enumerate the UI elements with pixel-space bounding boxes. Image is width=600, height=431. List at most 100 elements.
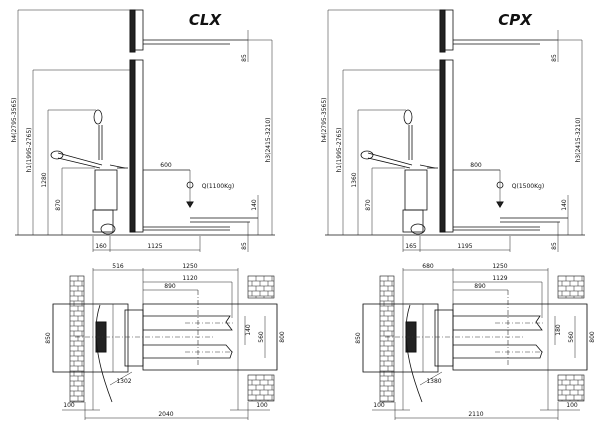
tiller-head-lowered [360,150,374,160]
mast-outer-frame [134,9,144,51]
dim-fork-spread: 560 [258,331,265,343]
dim-body-width: 850 [45,332,52,344]
top-view: 1380 680 1250 1129 890 180 560 800 850 100 100 2110 [355,263,596,420]
dim-h3: h3(2415-3210) [575,117,582,162]
dim-turn-radius: 1380 [426,378,441,385]
chassis [362,303,439,373]
dim-tiller-height: 1280 [41,172,48,187]
dim-aisle-width: 2040 [158,411,173,418]
fork-upper [453,315,543,331]
dim-tiller-height: 1360 [351,172,358,187]
load-center-mark [496,181,504,189]
dim-fork-lift: 140 [251,199,258,211]
dim-platform-height: 870 [55,199,62,211]
battery-body [404,169,428,211]
line [57,157,101,169]
line [109,164,126,169]
capacity-label: Q(1100Kg) [202,183,234,190]
tiller-head-lowered [50,150,64,160]
dim-h4: h4(2795-3565) [321,97,328,142]
mast-outer-frame [444,9,454,51]
line [419,371,443,386]
dim-h4: h4(2795-3565) [11,97,18,142]
dim-pallet-width: 800 [589,331,596,343]
dim-body-length: 516 [112,263,124,270]
brick-wall [379,275,395,403]
dim-wheelbase: 1125 [147,243,162,250]
model-cpx: CPX h4(2795-3565) h1(1995-2765) 1360 870 h3(2… [321,9,596,420]
dim-fork-width: 140 [245,324,252,336]
brick-wall [247,275,275,299]
dim-body-length: 680 [422,263,434,270]
dim-body-width: 850 [355,332,362,344]
dim-clearance-left: 100 [373,402,385,409]
dim-load-center: 800 [470,162,482,169]
dim-fork-bottom: 85 [241,242,248,250]
dim-front-length: 160 [95,243,107,250]
dim-overall-fork: 1250 [492,263,507,270]
arrow-down-icon [496,201,504,208]
dim-pallet-width: 800 [279,331,286,343]
dim-overall-fork: 1250 [182,263,197,270]
dim-wheelbase: 1195 [457,243,472,250]
dim-fork-bottom: 85 [551,242,558,250]
mast-inner-frame [134,59,144,233]
mast-inner [439,59,446,233]
tiller-head-raised [93,109,103,125]
dim-clearance-left: 100 [63,402,75,409]
model-clx: CLX h4(2795-3565) h1(1995-2765) 1280 870 h3(2… [11,9,286,420]
line [109,371,133,386]
dim-aisle-width: 2110 [468,411,483,418]
dim-fork-length: 1120 [182,275,197,282]
side-view: CLX h4(2795-3565) h1(1995-2765) 1280 870 h3(2… [11,9,275,252]
dim-platform-height: 870 [365,199,372,211]
brick-wall [247,374,275,402]
drive-unit [92,209,114,233]
dim-fork-top: 85 [241,54,248,62]
line [367,152,413,166]
battery-body [94,169,118,211]
fork-lower [453,344,543,359]
turning-arc [95,304,113,403]
dim-h1: h1(1995-2765) [336,127,343,172]
dim-fork-length: 1129 [492,275,507,282]
line [367,157,411,169]
line [57,152,103,166]
dim-fork-lift: 140 [561,199,568,211]
capacity-label: Q(1500Kg) [512,183,544,190]
dim-fork-top: 85 [551,54,558,62]
drive-unit [402,209,424,233]
line [419,164,436,169]
mast-inner-frame [444,59,454,233]
chassis [52,303,129,373]
fork-upper [143,315,233,331]
brick-wall [557,374,585,402]
dim-load-center: 600 [160,162,172,169]
fork-lower [143,344,233,359]
model-title: CPX [498,11,533,29]
turning-arc [405,304,423,403]
drive-wheel [410,223,426,235]
brick-wall [557,275,585,299]
dim-fork-spread: 560 [568,331,575,343]
mast-inner [129,59,136,233]
dim-fork-inner: 890 [164,283,176,290]
model-title: CLX [189,11,223,29]
dim-fork-width: 180 [555,324,562,336]
brick-wall [69,275,85,403]
side-view: CPX h4(2795-3565) h1(1995-2765) 1360 870 h3(2… [321,9,585,252]
dim-front-length: 165 [405,243,417,250]
tiller-head-raised [403,109,413,125]
dim-fork-inner: 890 [474,283,486,290]
dim-turn-radius: 1302 [116,378,131,385]
mast-outer [439,9,446,53]
drive-wheel [100,223,116,235]
dim-h1: h1(1995-2765) [26,127,33,172]
dim-h3: h3(2415-3210) [265,117,272,162]
dim-clearance-right: 100 [566,402,578,409]
arrow-down-icon [186,201,194,208]
mast-outer [129,9,136,53]
